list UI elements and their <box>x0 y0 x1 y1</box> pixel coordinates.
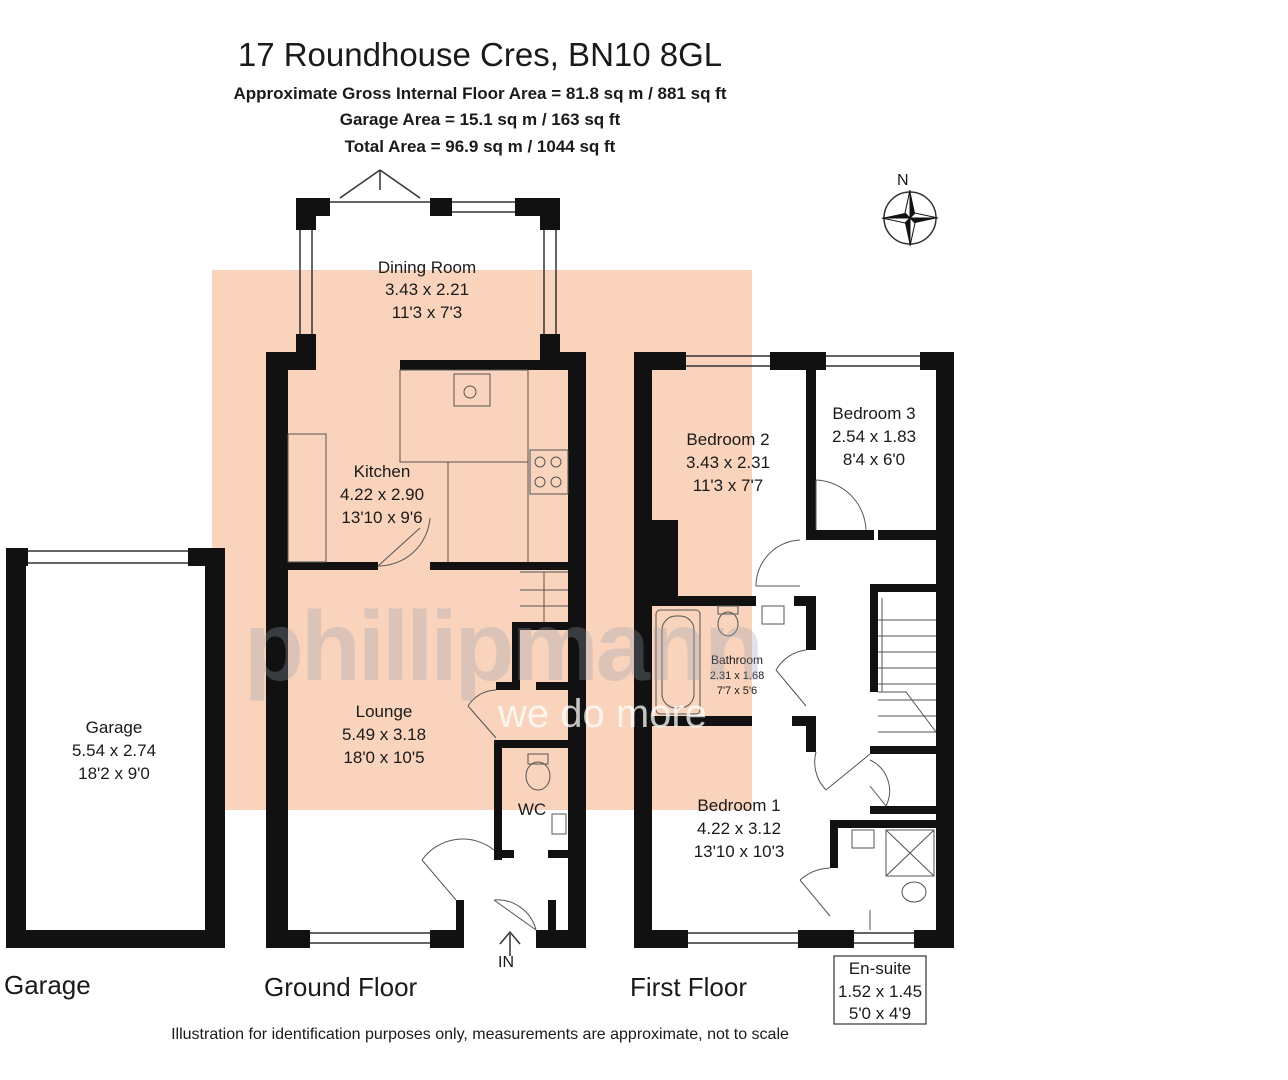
first-floor-windows <box>686 355 920 944</box>
floor-label-garage: Garage <box>4 970 91 1000</box>
garage-plan <box>6 548 225 948</box>
garage-door-line <box>28 550 188 564</box>
plan-title: 17 Roundhouse Cres, BN10 8GL <box>237 36 723 73</box>
bedroom3-metric: 2.54 x 1.83 <box>832 427 916 446</box>
ground-floor-walls <box>266 198 586 948</box>
floor-label-first: First Floor <box>630 972 747 1002</box>
bedroom2-name: Bedroom 2 <box>686 430 769 449</box>
bedroom3-imperial: 8'4 x 6'0 <box>843 450 905 469</box>
compass-icon <box>881 189 939 247</box>
kitchen-name: Kitchen <box>354 462 411 481</box>
bedroom2-metric: 3.43 x 2.31 <box>686 453 770 472</box>
bedroom1-imperial: 13'10 x 10'3 <box>694 842 785 861</box>
ensuite-metric: 1.52 x 1.45 <box>838 982 922 1001</box>
first-floor-fittings <box>655 479 937 930</box>
bathroom-metric: 2.31 x 1.68 <box>710 670 764 682</box>
bedroom1-name: Bedroom 1 <box>697 796 780 815</box>
ground-floor-windows <box>299 169 557 944</box>
dining-room-metric: 3.43 x 2.21 <box>385 280 469 299</box>
bedroom1-metric: 4.22 x 3.12 <box>697 819 781 838</box>
kitchen-imperial: 13'10 x 9'6 <box>341 508 422 527</box>
entrance-label: IN <box>498 954 514 971</box>
garage-area-text: Garage Area = 15.1 sq m / 163 sq ft <box>339 110 621 129</box>
floor-label-ground: Ground Floor <box>264 972 418 1002</box>
bedroom2-imperial: 11'3 x 7'7 <box>693 476 763 495</box>
first-floor-walls <box>634 352 954 948</box>
lounge-metric: 5.49 x 3.18 <box>342 725 426 744</box>
watermark-brand: phillipmann <box>244 591 764 701</box>
garage-room-name: Garage <box>86 718 143 737</box>
ground-floor-fittings <box>287 369 569 931</box>
garage-room-imperial: 18'2 x 9'0 <box>78 764 150 783</box>
ensuite-imperial: 5'0 x 4'9 <box>849 1004 911 1023</box>
dining-room-imperial: 11'3 x 7'3 <box>392 303 462 322</box>
bedroom3-name: Bedroom 3 <box>832 404 915 423</box>
internal-area-text: Approximate Gross Internal Floor Area = … <box>233 84 727 103</box>
ensuite-label-box <box>833 955 927 1025</box>
bathroom-imperial: 7'7 x 5'6 <box>717 685 757 697</box>
lounge-name: Lounge <box>356 702 413 721</box>
total-area-text: Total Area = 96.9 sq m / 1044 sq ft <box>344 137 616 156</box>
dining-room-name: Dining Room <box>378 258 476 277</box>
compass-north-label: N <box>897 172 909 189</box>
lounge-imperial: 18'0 x 10'5 <box>343 748 424 767</box>
entrance-arrow-icon <box>499 930 521 956</box>
watermark-tagline: we do more <box>498 692 707 736</box>
kitchen-metric: 4.22 x 2.90 <box>340 485 424 504</box>
garage-room-metric: 5.54 x 2.74 <box>72 741 156 760</box>
bathroom-name: Bathroom <box>711 653 763 667</box>
ensuite-name: En-suite <box>849 959 911 978</box>
wc-name: WC <box>518 800 546 819</box>
disclaimer-text: Illustration for identification purposes… <box>171 1026 789 1043</box>
